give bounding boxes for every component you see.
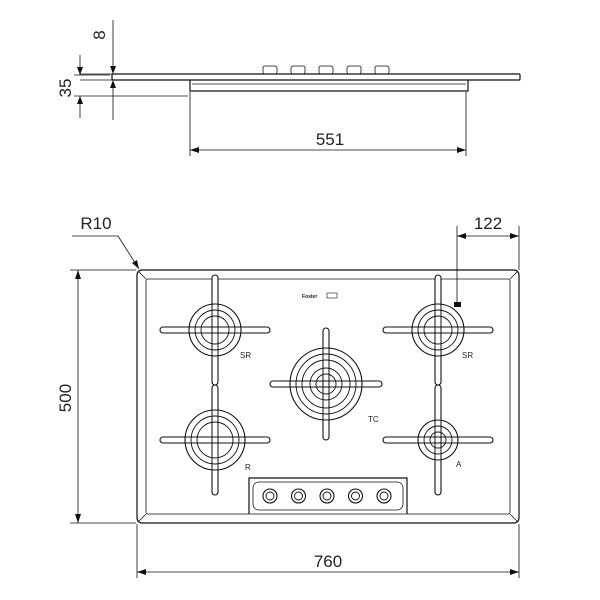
hob-outer-edge	[136, 269, 520, 524]
control-knob[interactable]	[376, 488, 392, 504]
dim-depth-label: 500	[56, 384, 75, 412]
burner-tc: TC	[269, 327, 383, 441]
side-view-body	[189, 80, 469, 92]
knob-inner	[294, 491, 303, 501]
burner-ring	[417, 309, 459, 351]
knob-outer	[290, 488, 307, 504]
burner-outer-ring	[289, 347, 363, 421]
burner-inner-ring	[200, 315, 230, 345]
burner-outer-ring	[188, 303, 242, 357]
burner-ring	[190, 415, 240, 465]
hob-inner-edge	[145, 278, 511, 515]
burner-outer-ring	[184, 409, 246, 471]
brand-logo-mark	[326, 292, 338, 299]
burner-a: A	[382, 384, 494, 496]
dim-body-width-label: 551	[316, 130, 344, 149]
burner-core-ring	[309, 367, 343, 401]
dim-knob-offset-label: 122	[474, 214, 502, 233]
dim-side-height: 35	[56, 55, 188, 118]
dim-side-height-label: 35	[56, 79, 75, 98]
side-view-top-plate	[111, 73, 521, 81]
knob-inner	[379, 491, 389, 501]
burner-inner-ring	[429, 431, 447, 449]
knob-panel	[248, 477, 408, 514]
side-knob	[290, 65, 306, 75]
dim-corner-radius-label: R10	[80, 214, 111, 233]
dim-corner-radius: R10	[72, 214, 140, 270]
burner-sr-left: SR	[159, 274, 271, 386]
side-knob	[318, 65, 334, 75]
burner-ring	[295, 353, 357, 415]
control-knob[interactable]	[290, 488, 307, 504]
dim-knob-offset: 122	[456, 214, 520, 305]
burner-inner-ring	[196, 421, 234, 459]
dim-width: 760	[136, 524, 520, 578]
dim-top-height: 8	[80, 20, 116, 120]
burner-outer-ring	[411, 303, 465, 357]
knob-outer	[262, 488, 278, 504]
burners: SR R TC SR A	[159, 274, 494, 496]
knob-inner	[322, 491, 332, 501]
burner-label: A	[456, 460, 462, 469]
burner-ring	[194, 309, 236, 351]
control-knob[interactable]	[262, 488, 278, 504]
igniter-marker	[454, 302, 461, 307]
knob-outer	[347, 488, 364, 504]
burner-sr-right: SR	[382, 274, 494, 386]
burner-ring	[423, 425, 453, 455]
side-view-knobs	[262, 65, 390, 75]
dim-body-width: 551	[189, 92, 467, 156]
burner-inner-ring	[423, 315, 453, 345]
control-knob[interactable]	[319, 488, 335, 504]
side-knob	[346, 65, 362, 75]
knob-inner	[351, 491, 360, 501]
side-knob	[262, 65, 278, 75]
dim-width-label: 760	[314, 552, 342, 571]
burner-label: TC	[368, 415, 379, 424]
dim-depth: 500	[56, 269, 136, 524]
top-view: Foster SR R TC SR A	[136, 269, 520, 524]
knob-outer	[319, 488, 335, 504]
dim-top-height-label: 8	[90, 30, 109, 39]
burner-inner-ring	[301, 359, 351, 409]
burner-label: R	[245, 463, 251, 472]
burner-label: SR	[462, 351, 473, 360]
brand-logo-text: Foster	[302, 294, 317, 300]
burner-r: R	[159, 384, 271, 496]
burner-cap	[315, 373, 337, 395]
side-knob	[374, 65, 390, 75]
side-view	[111, 65, 521, 92]
control-knob[interactable]	[347, 488, 364, 504]
knobs	[262, 488, 392, 504]
burner-label: SR	[240, 351, 251, 360]
knob-inner	[265, 491, 275, 501]
knob-outer	[376, 488, 392, 504]
